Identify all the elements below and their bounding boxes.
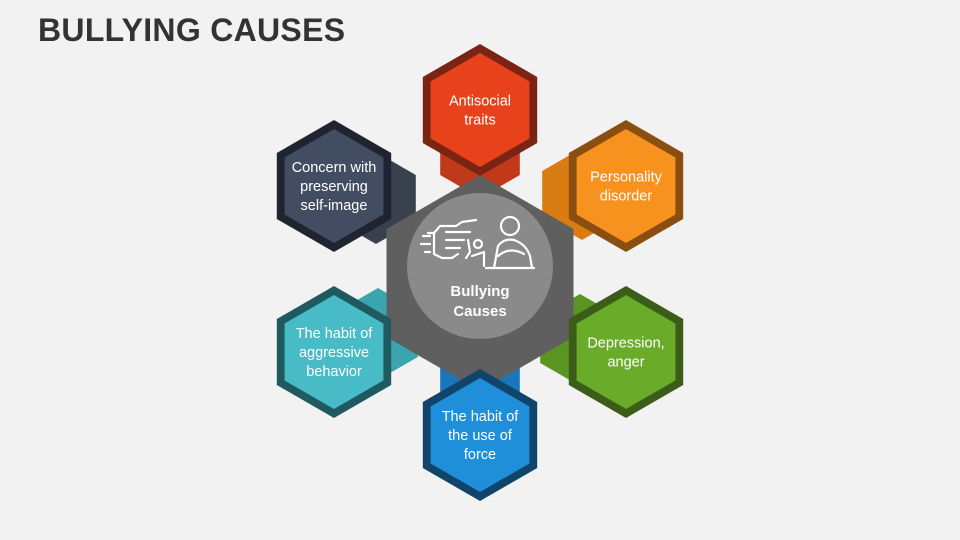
cause-hexagon: Antisocial traits [422, 44, 538, 176]
bullying-figures-icon [419, 215, 536, 270]
cause-hexagon-face [284, 129, 384, 243]
cause-label-line: disorder [600, 189, 653, 205]
cause-label-line: self-image [301, 198, 368, 214]
cause-label-line: The habit of [296, 326, 374, 342]
cause-hexagon-face [576, 129, 676, 243]
cause-hexagon: The habit of aggressive behavior [276, 286, 392, 418]
cause-hexagon: Depression, anger [568, 286, 684, 418]
cause-label-line: the use of [448, 428, 513, 444]
cause-label-line: aggressive [299, 345, 369, 361]
center-label-line: Causes [453, 303, 506, 320]
cause-hexagon-face [430, 378, 530, 492]
cause-label-line: behavior [306, 364, 362, 380]
cause-label-line: Personality [590, 170, 662, 186]
cause-hexagon: Personality disorder [568, 120, 684, 252]
cause-hexagon-face [576, 295, 676, 409]
slide-title: BULLYING CAUSES [38, 12, 346, 48]
center-label-line: Bullying [450, 283, 509, 300]
cause-hexagon-face [284, 295, 384, 409]
cause-label-line: Depression, [587, 336, 664, 352]
cause-hexagon: The habit of the use of force [422, 369, 538, 501]
cause-label-line: The habit of [442, 409, 520, 425]
center-circle [407, 193, 553, 339]
cause-label-line: force [464, 447, 496, 463]
cause-label-line: Concern with [292, 160, 377, 176]
cause-label-line: traits [464, 113, 495, 129]
cause-label: The habit of the use of force [442, 409, 520, 463]
cause-label: The habit of aggressive behavior [296, 326, 374, 380]
cause-label: Antisocial traits [449, 94, 511, 129]
cause-label: Personality disorder [590, 170, 662, 205]
cause-label: Depression, anger [587, 336, 664, 371]
cause-label-line: Antisocial [449, 94, 511, 110]
cause-label-line: preserving [300, 179, 368, 195]
cause-hexagon-face [430, 53, 530, 167]
cause-label: Concern with preserving self-image [292, 160, 377, 214]
cause-label-line: anger [607, 355, 644, 371]
cause-hexagon: Concern with preserving self-image [276, 120, 392, 252]
